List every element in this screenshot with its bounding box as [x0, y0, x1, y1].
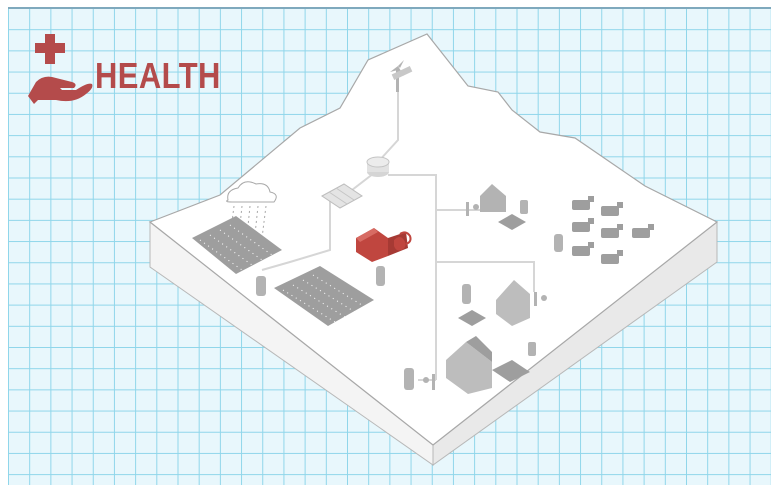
health-clinic [356, 228, 412, 262]
garden-plot [458, 214, 530, 382]
water-tower [256, 200, 563, 390]
solar-panel [321, 183, 363, 209]
top-border-line [8, 7, 771, 9]
crop-field [274, 266, 374, 326]
water-tank [366, 156, 390, 177]
terrain-sides [149, 220, 718, 466]
livestock [572, 196, 654, 264]
irrigated-field [192, 216, 282, 274]
cross-on-hand-icon [28, 34, 93, 104]
mountain-terrain [148, 33, 719, 446]
wind-turbine-icon [390, 60, 413, 92]
health-logo [26, 34, 226, 106]
page-title: HEALTH [95, 55, 221, 96]
house [446, 184, 530, 394]
water-pump [423, 202, 547, 390]
